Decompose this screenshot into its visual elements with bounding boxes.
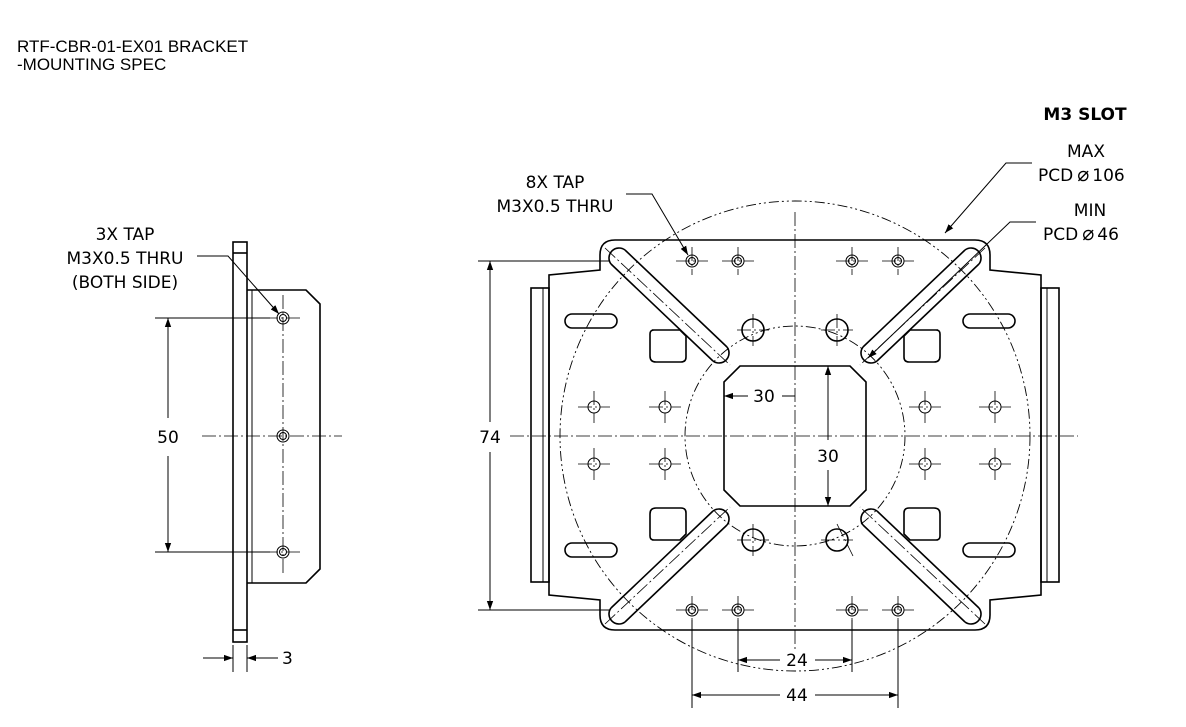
dim-cutout-width: 30 bbox=[753, 387, 775, 407]
side-tap-note-line-1: 3X TAP bbox=[96, 225, 155, 245]
tap-hole-top-4 bbox=[882, 247, 914, 275]
pocket-top-right bbox=[903, 329, 941, 363]
tap-hole-bottom-3 bbox=[836, 596, 868, 624]
side-plate-edge bbox=[232, 241, 248, 643]
large-hole-1 bbox=[737, 314, 769, 346]
pocket-bottom-left bbox=[649, 507, 687, 541]
side-hole-2 bbox=[649, 391, 681, 423]
tap-hole-top-1 bbox=[676, 247, 708, 275]
dim-height: 74 bbox=[479, 428, 501, 448]
tap-hole-bottom-1 bbox=[676, 596, 708, 624]
side-hole-4 bbox=[979, 391, 1011, 423]
pcd-min-number: 46 bbox=[1097, 225, 1119, 245]
dim-inner-spacing: 24 bbox=[786, 651, 808, 671]
left-flange bbox=[530, 287, 550, 583]
title-line-2: -MOUNTING SPEC bbox=[17, 55, 167, 74]
horizontal-slot-right-bottom bbox=[962, 542, 1016, 558]
pcd-max-value: PCD⌀106 bbox=[1038, 162, 1125, 186]
pcd-max-label: MAX bbox=[1067, 142, 1105, 162]
right-flange bbox=[1040, 287, 1060, 583]
front-view: 74 30 30 24 44 8X TAP M3X0.5 THRU M3 SLO… bbox=[478, 105, 1127, 708]
pcd-min-value: PCD⌀46 bbox=[1043, 221, 1119, 245]
side-view: 50 3X TAP M3X0.5 THRU (BOTH SIDE) 3 bbox=[67, 225, 342, 672]
side-bracket-body bbox=[247, 289, 321, 584]
diameter-icon: ⌀ bbox=[1082, 221, 1094, 245]
diagonal-slot-top-left bbox=[608, 247, 730, 364]
side-hole-3 bbox=[909, 391, 941, 423]
large-hole-2 bbox=[821, 314, 853, 346]
pcd-min-circle bbox=[684, 325, 906, 547]
drawing-title: RTF-CBR-01-EX01 BRACKET -MOUNTING SPEC bbox=[17, 38, 248, 74]
side-tap-note-line-3: (BOTH SIDE) bbox=[72, 273, 178, 293]
diameter-icon: ⌀ bbox=[1077, 162, 1089, 186]
side-hole-8 bbox=[979, 448, 1011, 480]
pcd-max-number: 106 bbox=[1092, 166, 1124, 186]
pcd-max-prefix: PCD bbox=[1038, 166, 1073, 186]
front-tap-note-line-1: 8X TAP bbox=[526, 173, 585, 193]
tap-hole-bottom-4 bbox=[882, 596, 914, 624]
pcd-min-prefix: PCD bbox=[1043, 225, 1078, 245]
front-tap-note-line-2: M3X0.5 THRU bbox=[497, 197, 614, 217]
pocket-top-left bbox=[649, 329, 687, 363]
dim-cutout-height: 30 bbox=[817, 447, 839, 467]
side-tap-note-line-2: M3X0.5 THRU bbox=[67, 249, 184, 269]
title-line-1: RTF-CBR-01-EX01 BRACKET bbox=[17, 37, 249, 56]
side-dim-hole-spacing: 50 bbox=[157, 428, 179, 448]
pocket-bottom-right bbox=[903, 507, 941, 541]
diagonal-slot-bottom-right bbox=[860, 508, 982, 625]
tap-hole-top-2 bbox=[722, 247, 754, 275]
side-hole-5 bbox=[578, 448, 610, 480]
large-hole-3 bbox=[737, 524, 769, 556]
diagonal-slot-top-right bbox=[860, 247, 982, 364]
tap-hole-top-3 bbox=[836, 247, 868, 275]
large-hole-4 bbox=[821, 523, 854, 557]
main-plate-outline bbox=[548, 239, 1042, 631]
tap-hole-bottom-2 bbox=[722, 596, 754, 624]
diagonal-slot-bottom-left bbox=[608, 508, 730, 625]
dim-outer-spacing: 44 bbox=[786, 686, 808, 706]
horizontal-slot-left-bottom bbox=[564, 542, 618, 558]
horizontal-slot-right-top bbox=[962, 313, 1016, 329]
side-hole-1 bbox=[578, 391, 610, 423]
center-cutout bbox=[723, 365, 867, 507]
side-hole-7 bbox=[909, 448, 941, 480]
slot-title: M3 SLOT bbox=[1043, 105, 1127, 125]
side-dim-thickness: 3 bbox=[282, 649, 293, 669]
horizontal-slot-left-top bbox=[564, 313, 618, 329]
side-hole-6 bbox=[649, 448, 681, 480]
pcd-min-label: MIN bbox=[1074, 201, 1106, 221]
